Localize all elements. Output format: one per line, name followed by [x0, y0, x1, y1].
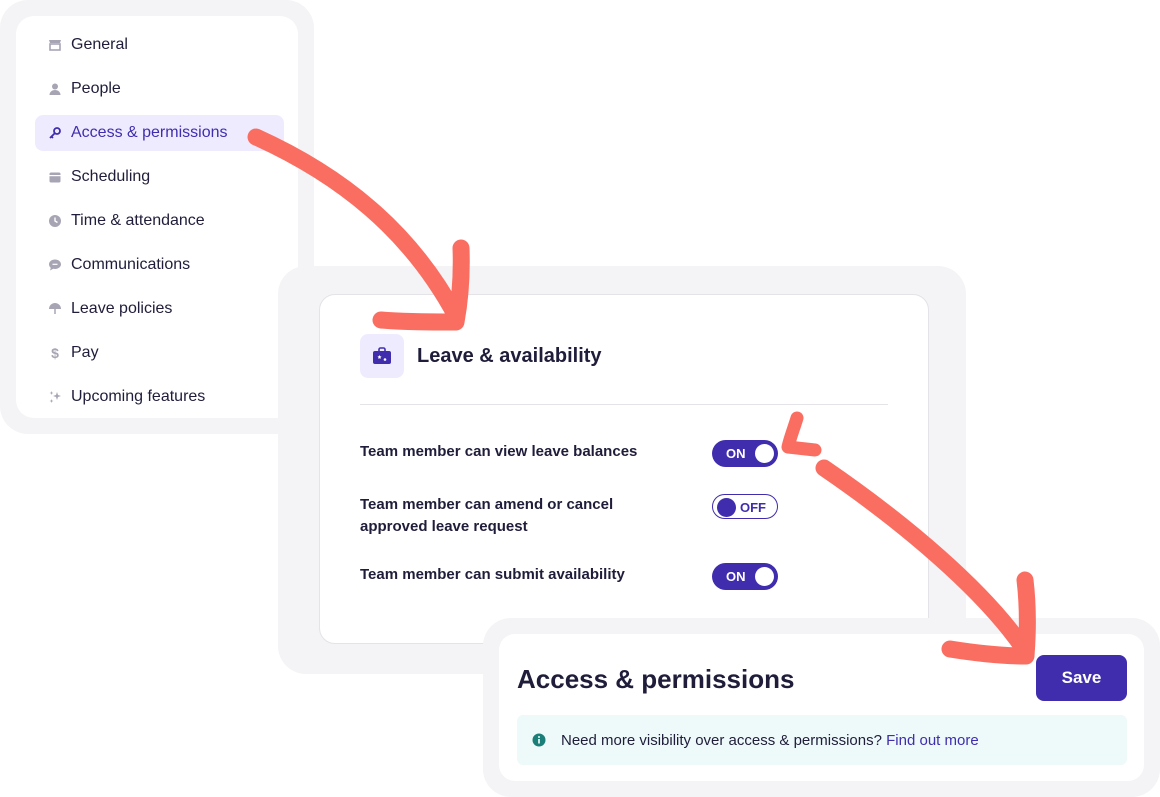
setting-label-view-leave-balances: Team member can view leave balances: [360, 443, 638, 460]
settings-sidebar: General People Access & permissions Sche…: [16, 16, 298, 418]
setting-label-submit-availability: Team member can submit availability: [360, 566, 625, 583]
toggle-knob: [717, 498, 736, 517]
find-out-more-link[interactable]: Find out more: [886, 732, 979, 749]
toggle-state-label: ON: [726, 446, 746, 461]
save-button[interactable]: Save: [1036, 655, 1127, 701]
sidebar-item-label: Upcoming features: [71, 388, 206, 405]
info-text: Need more visibility over access & permi…: [561, 732, 882, 749]
sidebar-item-leave-policies[interactable]: Leave policies: [35, 291, 284, 327]
page-title: Access & permissions: [517, 664, 795, 694]
toggle-state-label: ON: [726, 569, 746, 584]
section-title: Leave & availability: [417, 345, 602, 367]
sidebar-item-time-attendance[interactable]: Time & attendance: [35, 203, 284, 239]
info-circle-icon: [532, 733, 546, 747]
sparkle-icon: [47, 389, 63, 405]
clock-icon: [47, 213, 63, 229]
sidebar-item-upcoming-features[interactable]: Upcoming features: [35, 379, 284, 415]
sidebar-item-scheduling[interactable]: Scheduling: [35, 159, 284, 195]
info-banner: Need more visibility over access & permi…: [517, 715, 1127, 765]
sidebar-item-label: General: [71, 36, 128, 53]
key-icon: [47, 125, 63, 141]
sidebar-item-general[interactable]: General: [35, 27, 284, 63]
leave-availability-card: Leave & availability Team member can vie…: [319, 294, 929, 644]
sidebar-item-label: Time & attendance: [71, 212, 205, 229]
setting-label-amend-cancel-leave: Team member can amend or cancel approved…: [360, 496, 614, 535]
sidebar-item-people[interactable]: People: [35, 71, 284, 107]
toggle-knob: [755, 567, 774, 586]
storefront-icon: [47, 37, 63, 53]
toggle-submit-availability[interactable]: ON: [712, 563, 778, 590]
briefcase-star-icon: [360, 334, 404, 378]
sidebar-item-label: People: [71, 80, 121, 97]
toggle-amend-cancel-leave[interactable]: OFF: [712, 494, 778, 519]
person-icon: [47, 81, 63, 97]
info-message: Need more visibility over access & permi…: [561, 732, 979, 749]
svg-text:$: $: [51, 346, 59, 360]
toggle-view-leave-balances[interactable]: ON: [712, 440, 778, 467]
toggle-state-label: OFF: [740, 500, 766, 515]
sidebar-item-label: Pay: [71, 344, 99, 361]
sidebar-item-label: Scheduling: [71, 168, 151, 185]
dollar-icon: $: [47, 345, 63, 361]
sidebar-item-label: Access & permissions: [71, 124, 228, 141]
sidebar-item-pay[interactable]: $ Pay: [35, 335, 284, 371]
divider: [360, 404, 888, 405]
umbrella-icon: [47, 301, 63, 317]
sidebar-item-label: Leave policies: [71, 300, 173, 317]
sidebar-item-access-permissions[interactable]: Access & permissions: [35, 115, 284, 151]
calendar-icon: [47, 169, 63, 185]
chat-bubble-icon: [47, 257, 63, 273]
sidebar-item-communications[interactable]: Communications: [35, 247, 284, 283]
toggle-knob: [755, 444, 774, 463]
access-permissions-panel: Access & permissions Save Need more visi…: [499, 634, 1144, 781]
sidebar-item-label: Communications: [71, 256, 191, 273]
